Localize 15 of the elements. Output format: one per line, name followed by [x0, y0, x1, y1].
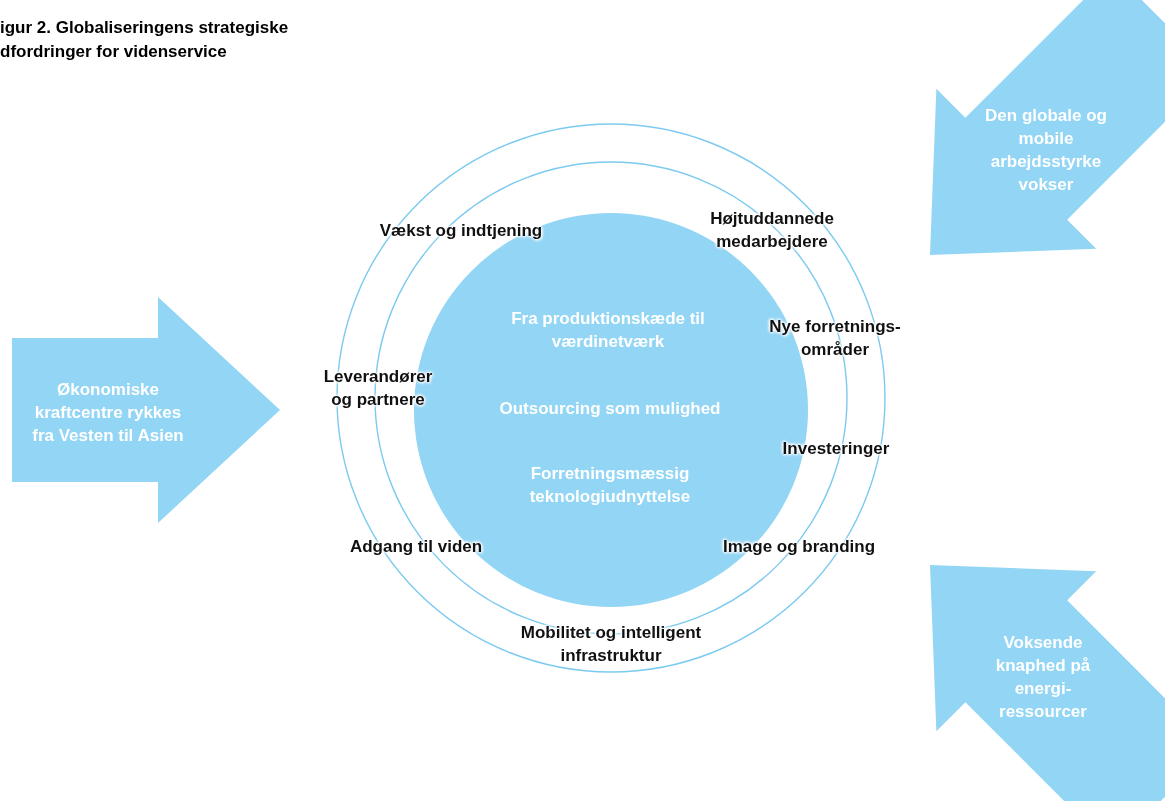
core-label: Outsourcing som mulighed	[498, 397, 722, 420]
ring-label: Adgang til viden	[348, 535, 484, 558]
ring-label: Mobilitet og intelligent infrastruktur	[519, 622, 703, 667]
arrow-label: Voksende knaphed på energi- ressourcer	[994, 632, 1092, 723]
ring-label: Højtuddannede medarbejdere	[709, 208, 835, 253]
ring-label: Investeringer	[781, 437, 891, 460]
arrow-label: Den globale og mobile arbejdsstyrke vokser	[984, 105, 1108, 196]
ring-label: Nye forretnings- områder	[768, 316, 902, 361]
core-label: Fra produktionskæde til værdinetværk	[510, 308, 706, 353]
arrow-label: Økonomiske kraftcentre rykkes fra Vesten til Asien	[31, 378, 185, 447]
ring-label: Vækst og indtjening	[378, 219, 544, 242]
figure-title: igur 2. Globaliseringens strategiske dfordringer for videnservice	[0, 17, 290, 63]
ring-label: Image og branding	[721, 535, 877, 558]
ring-label: Leverandører og partnere	[322, 366, 434, 411]
core-label: Forretningsmæssig teknologiudnyttelse	[528, 463, 692, 508]
